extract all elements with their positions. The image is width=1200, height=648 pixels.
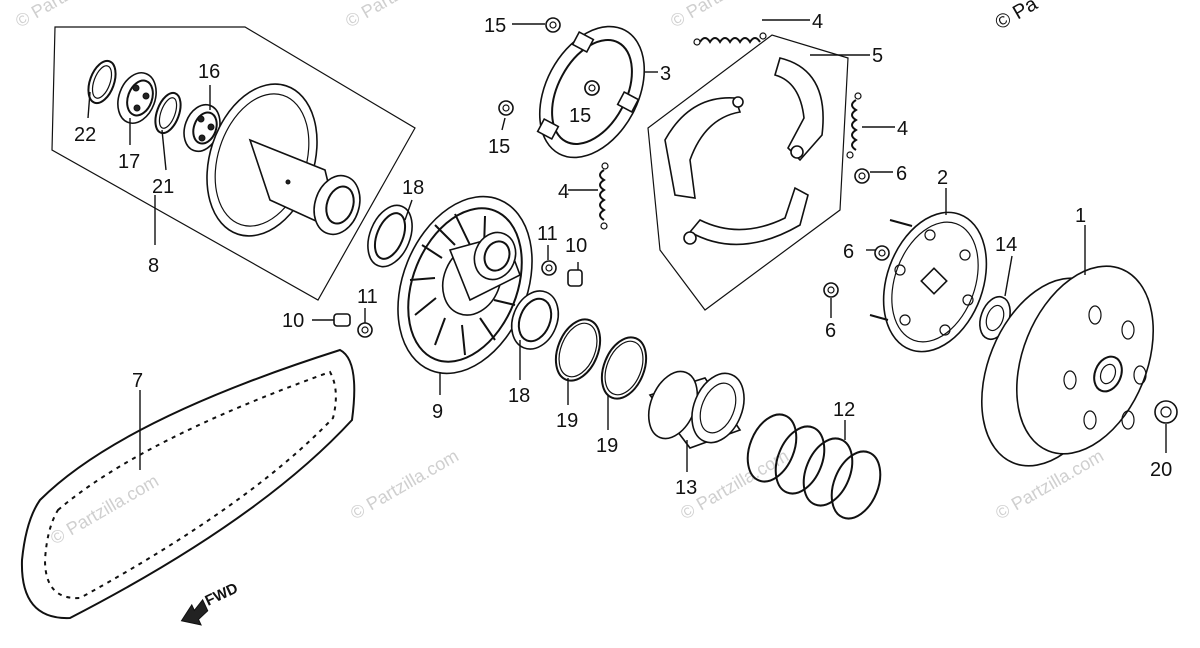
part-15-nut-left: [498, 100, 514, 116]
part-6-nut-a: [854, 168, 870, 184]
part-17-bearing: [117, 72, 157, 124]
part-19-o-ring-b: [600, 336, 648, 400]
part-13-collar: [647, 370, 745, 449]
part-2-drive-plate: [869, 211, 988, 353]
assembly-8-outline: [51, 26, 416, 301]
label-15-top: 15: [484, 15, 506, 37]
label-11-left: 11: [357, 286, 378, 308]
label-20: 20: [1150, 459, 1172, 481]
forward-direction-indicator: FWD: [180, 580, 241, 626]
label-10-left: 10: [282, 310, 304, 332]
part-7-drive-belt: [20, 348, 356, 620]
part-12-spring: [746, 413, 882, 520]
label-2: 2: [937, 167, 948, 189]
label-11-center: 11: [537, 223, 558, 245]
label-19-b: 19: [596, 435, 618, 457]
part-4-spring-center: [599, 162, 609, 230]
label-14: 14: [995, 234, 1017, 256]
leader-lines: [87, 19, 1167, 472]
part-16-bearing: [183, 103, 221, 153]
part-15-nut-top: [545, 17, 561, 33]
part-4-spring-right: [846, 92, 862, 159]
label-10-center: 10: [565, 235, 587, 257]
label-4-right: 4: [897, 118, 908, 140]
part-5-clutch-shoes: [664, 57, 824, 246]
part-19-o-ring-a: [554, 318, 602, 382]
part-21-circlip: [154, 91, 182, 135]
part-9-drive-plate: [397, 195, 533, 375]
label-22: 22: [74, 124, 96, 146]
label-6-a: 6: [896, 163, 907, 185]
label-6-b: 6: [843, 241, 854, 263]
watermark: © Partzilla.com: [342, 0, 457, 31]
label-1: 1: [1075, 205, 1086, 227]
label-19-a: 19: [556, 410, 578, 432]
part-6-nut-b: [874, 245, 890, 261]
label-21: 21: [152, 176, 174, 198]
assembly-5-outline: [647, 34, 849, 311]
label-15-center: 15: [569, 105, 591, 127]
watermark: © Partzilla.com: [347, 445, 462, 523]
label-9: 9: [432, 401, 443, 423]
label-5: 5: [872, 45, 883, 67]
label-3: 3: [660, 63, 671, 85]
label-4-top: 4: [812, 11, 823, 33]
label-13: 13: [675, 477, 697, 499]
part-15-nut-center: [584, 80, 600, 96]
label-7: 7: [132, 370, 143, 392]
label-16: 16: [198, 61, 220, 83]
part-4-spring-top: [693, 32, 767, 46]
part-10-bolt-center: [567, 269, 583, 287]
part-18-oil-seal-lower: [510, 290, 560, 350]
part-20-nut: [1154, 400, 1178, 424]
label-4-center: 4: [558, 181, 569, 203]
label-6-c: 6: [825, 320, 836, 342]
part-11-nut-left: [357, 322, 373, 338]
part-6-nut-c: [823, 282, 839, 298]
label-8: 8: [148, 255, 159, 277]
part-1-clutch-outer: [980, 265, 1155, 467]
watermark: © Partzilla.com: [667, 0, 782, 31]
part-number-labels: 1 2 3 4 4 4 5 6 6 6 7 8 9 10 10 11 11 12…: [74, 11, 1172, 499]
label-18-upper: 18: [402, 177, 424, 199]
part-8-sliding-sheave: [206, 83, 361, 237]
label-18-lower: 18: [508, 385, 530, 407]
part-22-circlip: [87, 59, 117, 105]
copyright-text: © Pa: [992, 0, 1043, 34]
label-17: 17: [118, 151, 140, 173]
label-15-left: 15: [488, 136, 510, 158]
part-10-bolt-left: [333, 313, 351, 327]
part-11-nut-center: [541, 260, 557, 276]
part-18-oil-seal-upper: [367, 204, 413, 268]
label-12: 12: [833, 399, 855, 421]
fwd-label: FWD: [203, 580, 241, 610]
watermark: © Partzilla.com: [47, 470, 162, 548]
